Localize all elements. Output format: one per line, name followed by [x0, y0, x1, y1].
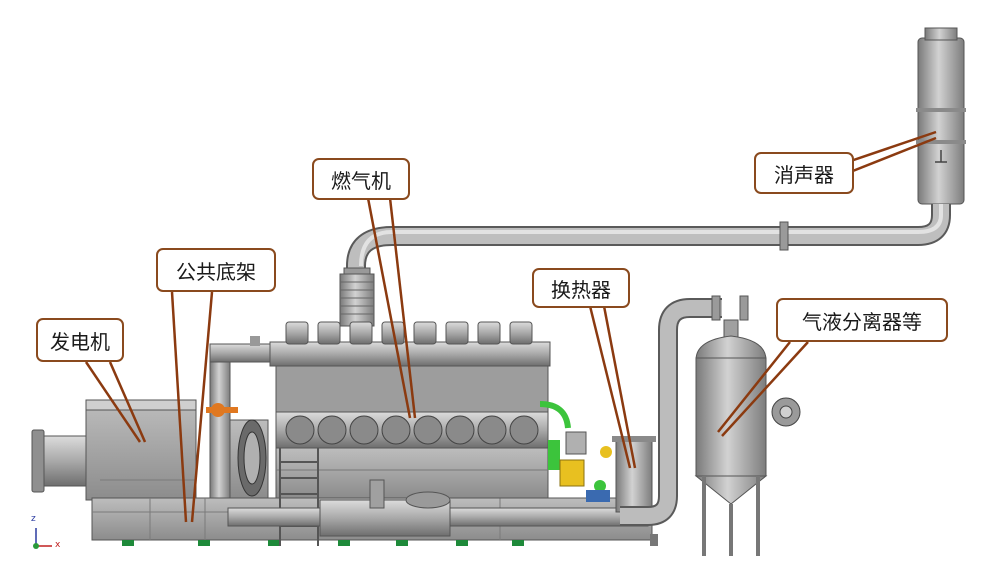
axis-label-x: x [55, 540, 61, 550]
heat-exchanger [539, 401, 656, 513]
gas-engine [269, 321, 551, 499]
axis-label-z: z [31, 514, 36, 524]
leader-gas-engine-2 [388, 197, 417, 419]
callout-base-frame: 公共底架 [156, 248, 276, 292]
callout-muffler: 消声器 [754, 152, 854, 194]
callout-gas-liquid-separator: 气液分离器等 [776, 298, 948, 342]
leader-base-frame-2 [190, 291, 214, 523]
cylinder-heads [285, 321, 533, 345]
muffler [916, 27, 966, 205]
leader-gas-engine-1 [366, 197, 412, 419]
leader-separator-2 [721, 341, 809, 437]
exhaust-pipe [346, 204, 951, 282]
leader-separator-1 [717, 341, 791, 433]
callout-generator: 发电机 [36, 318, 124, 362]
callout-gas-engine: 燃气机 [312, 158, 410, 200]
expansion-bellows [339, 267, 375, 327]
coolant-riser [206, 336, 277, 499]
leader-heat-exchanger-2 [602, 305, 637, 469]
flywheel-coupling [225, 419, 269, 499]
callout-heat-exchanger: 换热器 [532, 268, 630, 308]
leader-base-frame-1 [170, 291, 188, 523]
generator [31, 399, 197, 501]
leader-generator-2 [108, 361, 147, 443]
gas-liquid-separator [694, 319, 801, 556]
separator-feed-pipe [620, 295, 749, 526]
axis-indicator [33, 528, 52, 549]
leader-generator-1 [84, 361, 142, 443]
lower-piping [227, 479, 649, 537]
leader-heat-exchanger-1 [588, 305, 632, 469]
